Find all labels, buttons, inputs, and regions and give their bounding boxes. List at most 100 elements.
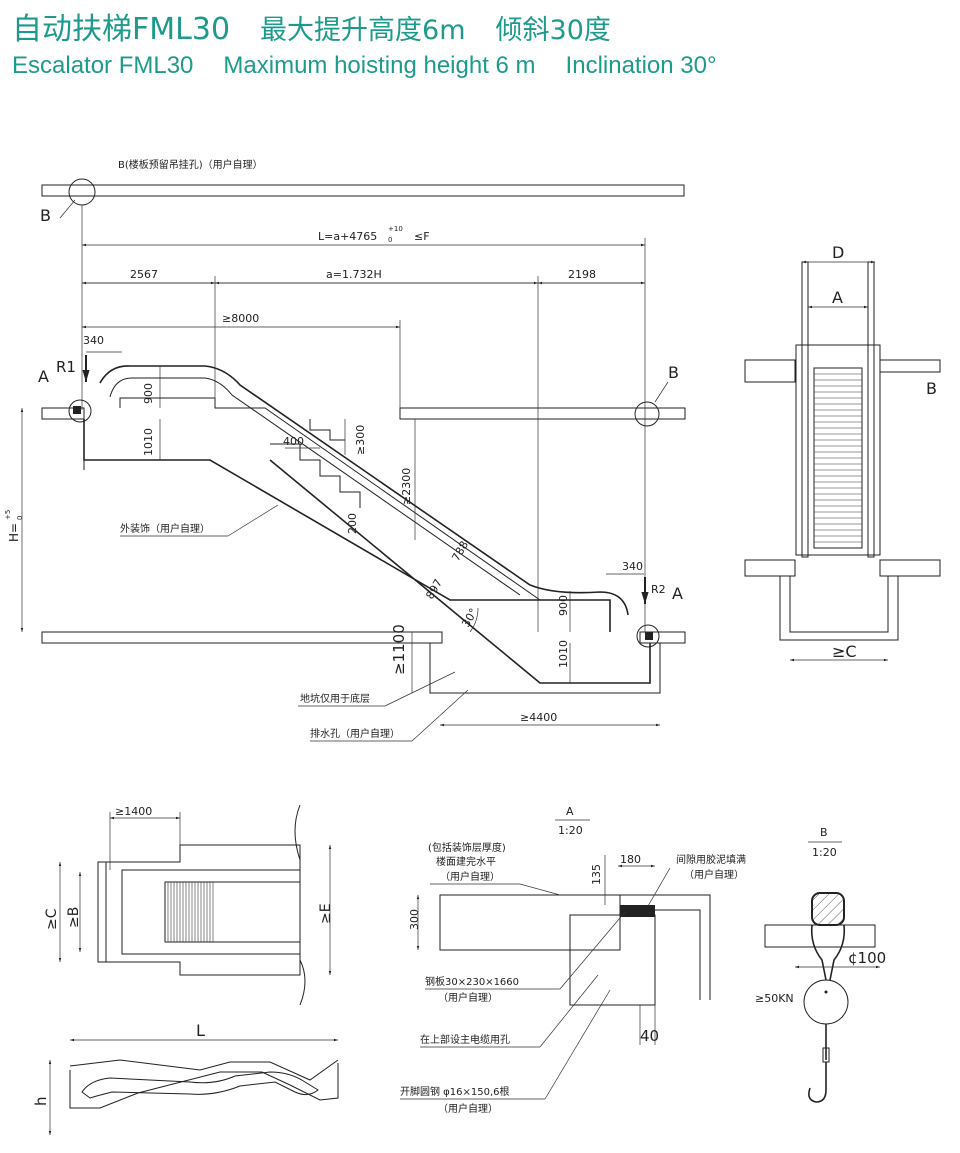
dim-clear: ≥8000 [222,312,259,325]
note-pit: 地坑仅用于底层 [300,692,370,705]
detail-a-note-gap-2: （用户自理） [684,868,744,881]
handrail [99,365,629,616]
title-cn-height: 最大提升高度6m [260,15,466,46]
label-e-plan: ≥E [318,903,334,924]
profile-handrail [81,1071,319,1099]
label-a-right: A [672,584,683,603]
label-r1: R1 [56,358,76,376]
lower-floor-left [41,631,443,644]
lower-floor-right [639,631,686,644]
detail-a-dim-300: 300 [408,909,421,930]
detail-a: A 1:20 40 300 135 180 (包括装饰层厚度) 楼面建完水平 （… [400,805,746,1115]
title-cn: 自动扶梯FML30 最大提升高度6m 倾斜30度 [12,4,611,48]
detail-a-note-floor-2: 楼面建完水平 [436,855,496,868]
detail-a-note-floor-1: (包括装饰层厚度) [428,841,506,854]
detail-a-note-floor-3: （用户自理） [440,870,500,883]
truss-bottom-outline [269,459,651,684]
title-cn-incline: 倾斜30度 [495,15,611,46]
ceiling-slab [41,184,685,197]
label-c-side: ≥C [832,642,857,661]
detail-a-support [569,914,656,1006]
note-drain: 排水孔（用户自理） [310,727,400,740]
dim-900-left: 900 [142,383,155,404]
note-b-hook: B(楼板预留吊挂孔)（用户自理） [118,158,263,171]
detail-a-scale: 1:20 [558,824,583,837]
pit-outline [429,643,661,694]
detail-a-dim-135: 135 [590,864,603,885]
dim-2300: ≥2300 [400,468,413,505]
detail-b-dim-100: ¢100 [848,949,886,967]
dim-300: ≥300 [354,425,367,455]
dim-h-tol-down: 0 [16,516,24,520]
detail-a-note-anchor-1: 开脚圆钢 φ16×150,6根 [400,1085,510,1098]
label-a-left: A [38,367,49,386]
title-en-model: Escalator FML30 [12,52,194,79]
detail-a-note-plate-1: 钢板30×230×1660 [425,975,519,988]
cross-section-view: D A B ≥C [744,243,941,662]
dim-total: L=a+4765 [318,230,377,243]
dim-4400: ≥4400 [520,711,557,724]
plan-escalator [121,869,301,955]
dim-1400: ≥1400 [115,805,152,818]
dim-200: 200 [346,513,359,534]
detail-b-load: ≥50KN [755,992,794,1005]
dim-angle: 30° [459,606,480,629]
detail-a-note-plate-2: （用户自理） [438,991,498,1004]
dim-right: 2198 [568,268,596,281]
label-a-side: A [832,288,843,307]
detail-b: B 1:20 ¢100 ≥50KN [755,826,886,1103]
label-l: L [196,1021,205,1040]
dim-400: 400 [283,435,304,448]
detail-a-note-gap-1: 间隙用胶泥填满 [676,853,746,866]
dim-total-tol-up: +10 [388,225,403,233]
detail-a-dim-40: 40 [640,1027,659,1045]
dim-340-left: 340 [83,334,104,347]
hook-point-left [68,178,96,206]
dim-left: 2567 [130,268,158,281]
label-b-side: B [926,379,937,398]
label-c-plan: ≥C [44,908,60,930]
support-a-right [636,624,660,648]
label-b-plan: ≥B [66,907,82,928]
stairs-under [270,443,361,508]
dim-1010-left: 1010 [142,428,155,456]
detail-a-slab [439,894,621,951]
dim-340-right: 340 [622,560,643,573]
detail-a-note-anchor-2: （用户自理） [438,1102,498,1115]
dim-897: 897 [423,577,445,602]
label-d: D [832,243,844,262]
dim-900-right: 900 [557,595,570,616]
label-h: h [32,1096,50,1106]
detail-b-title: B [820,826,828,839]
profile-view: L h [32,1021,339,1135]
detail-a-note-cable: 在上部设主电缆用孔 [420,1033,510,1046]
upper-floor-right [399,407,686,420]
dim-1100: ≥1100 [390,624,408,675]
title-cn-model: 自动扶梯FML30 [12,12,231,47]
hook-load [803,979,849,1025]
detail-a-title: A [566,805,574,818]
title-en-height: Maximum hoisting height 6 m [223,52,536,79]
dim-middle: a=1.732H [326,268,382,281]
support-a-left [68,399,92,423]
title-en: Escalator FML30 Maximum hoisting height 6… [12,52,747,80]
dim-total-tol-down: 0 [388,236,392,244]
detail-b-scale: 1:20 [812,846,837,859]
truss-top-outline [83,419,611,632]
dim-h-tol-up: +5 [4,510,12,520]
dim-1010-right: 1010 [557,640,570,668]
note-cladding: 外装饰（用户自理） [120,522,210,535]
support-b-right [634,401,660,427]
label-b-right: B [668,363,679,382]
label-b-left: B [40,206,51,225]
plan-view: ≥1400 ≥C ≥B ≥E [44,804,334,1006]
title-en-incline: Inclination 30° [565,52,717,79]
upper-floor-left [41,407,85,420]
hook-bar [811,892,845,926]
label-r2: R2 [651,583,666,596]
cross-pit [779,576,899,641]
hook [808,1062,827,1103]
dim-total-f: ≤F [414,230,430,243]
dim-h: H= [7,523,21,542]
